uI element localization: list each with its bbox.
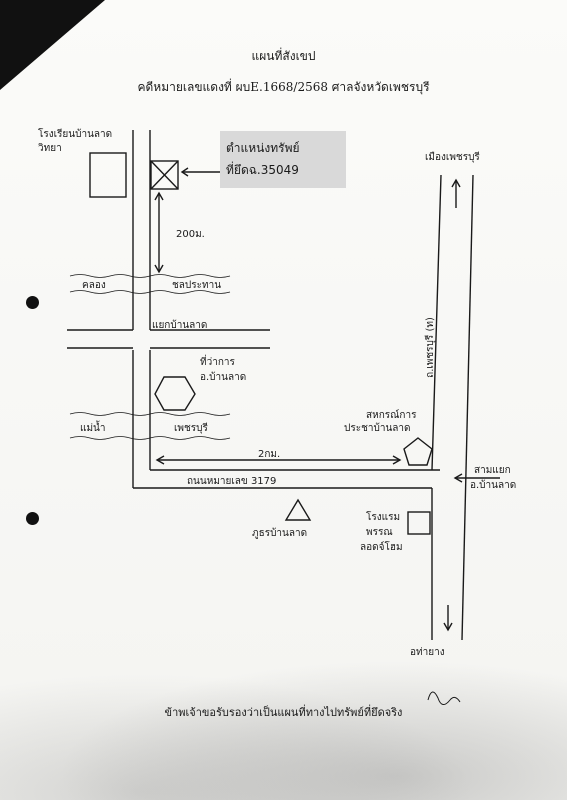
district-office-label-line2: อ.บ้านลาด xyxy=(200,372,247,383)
river-right-label: เพชรบุรี xyxy=(174,423,208,434)
to-south-label: อท่ายาง xyxy=(410,647,445,658)
highway-label: ถ.เพชรบุรี (ท) xyxy=(424,317,436,378)
folded-corner xyxy=(0,0,105,90)
scan-smudge xyxy=(0,640,567,800)
highway-west-edge xyxy=(431,174,442,471)
hotel-label-line1: โรงแรม xyxy=(366,512,401,523)
case-number-line: คดีหมายเลขแดงที่ ผบE.1668/2568 ศาลจังหวั… xyxy=(137,80,430,94)
coop-label-line2: ประชาบ้านลาด xyxy=(344,423,411,434)
coop-symbol xyxy=(403,437,433,466)
distance-north-label: 200ม. xyxy=(176,229,205,240)
junction-label: แยกบ้านลาด xyxy=(152,320,208,331)
to-city-label: เมืองเพชรบุรี xyxy=(425,152,480,163)
district-office-label-line1: ที่ว่าการ xyxy=(200,357,235,368)
property-label-box: ตำแหน่งทรัพย์ ที่ยึดฉ.35049 xyxy=(220,131,346,188)
coop-label-line1: สหกรณ์การ xyxy=(366,410,417,421)
school-label-line2: วิทยา xyxy=(38,143,62,154)
property-label-line2: ที่ยึดฉ.35049 xyxy=(226,163,299,177)
property-label-line1: ตำแหน่งทรัพย์ xyxy=(226,141,300,155)
distance-road-label: 2กม. xyxy=(258,449,281,460)
police-station-symbol xyxy=(284,498,312,521)
intersection-label-line2: อ.บ้านลาด xyxy=(470,480,517,491)
certification-statement: ข้าพเจ้าขอรับรองว่าเป็นแผนที่ทางไปทรัพย์… xyxy=(164,706,403,719)
canal-label: คลอง xyxy=(82,280,106,291)
highway-east-edge xyxy=(461,174,474,641)
map-title: แผนที่สังเขป xyxy=(251,49,316,63)
property-marker xyxy=(150,160,179,190)
district-office-symbol xyxy=(154,376,196,411)
hotel-symbol xyxy=(407,511,431,535)
punch-hole-top xyxy=(26,296,39,309)
school-label: โรงเรียนบ้านลาด xyxy=(38,129,113,140)
hotel-label-line3: ลอดจ์โฮม xyxy=(360,542,403,553)
punch-hole-bottom xyxy=(26,512,39,525)
canal-right-label: ชลประทาน xyxy=(172,280,222,291)
intersection-label-line1: สามแยก xyxy=(474,465,511,476)
police-station-label: ภูธรบ้านลาด xyxy=(252,528,308,539)
hotel-label-line2: พรรณ xyxy=(366,527,393,538)
road-name-label: ถนนหมายเลข 3179 xyxy=(187,476,277,487)
river-label: แม่น้ำ xyxy=(80,423,106,434)
school-building xyxy=(89,152,127,198)
